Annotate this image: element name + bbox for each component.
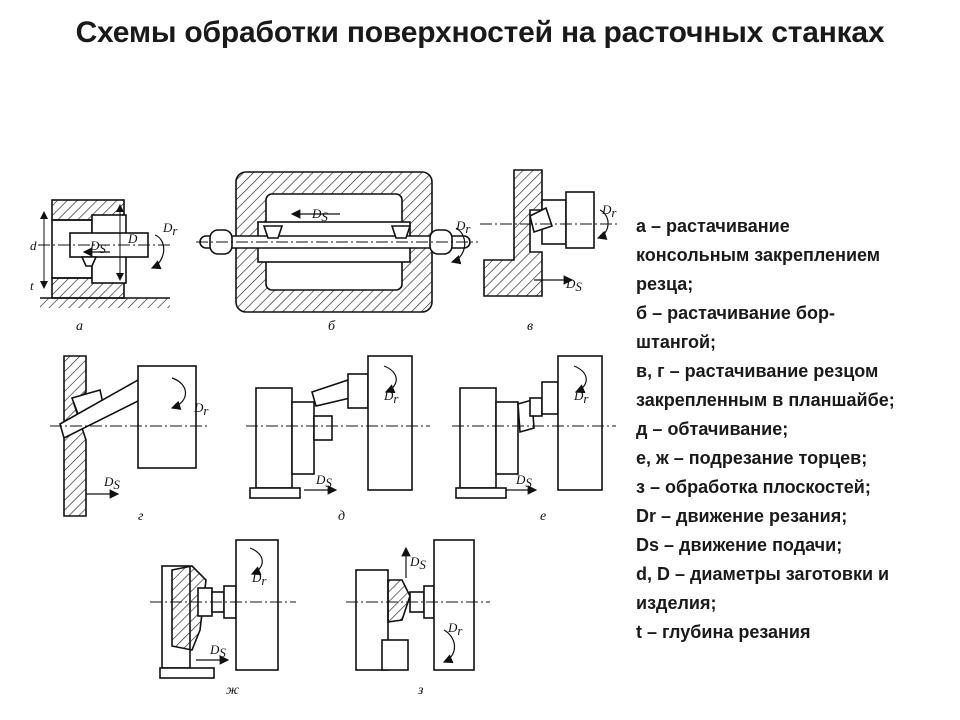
scheme-a-label-t: t (30, 278, 34, 293)
slide-title: Схемы обработки поверхностей на расточны… (75, 16, 885, 49)
scheme-a (38, 199, 172, 308)
scheme-e-label-Ds: DS (515, 472, 532, 490)
legend-item-diameters: d, D – диаметры заготовки и изделия; (636, 564, 890, 613)
scheme-zh-label-Dr: Dr (251, 570, 267, 588)
scheme-z-label-Dr: Dr (447, 620, 463, 638)
scheme-g-label-Dr: Dr (193, 400, 209, 418)
scheme-d-label-Dr: Dr (383, 388, 399, 406)
caption-zh: ж (226, 683, 239, 698)
scheme-a-label-Dr: Dr (162, 220, 178, 238)
caption-d: д (338, 509, 345, 524)
legend-item-v-g: в, г – растачивание резцом закрепленным … (636, 361, 895, 410)
scheme-b (196, 171, 478, 313)
scheme-d-label-Ds: DS (315, 472, 332, 490)
scheme-v (480, 169, 620, 297)
scheme-v-label-Ds: DS (565, 276, 582, 294)
scheme-a-label-D: D (127, 231, 138, 246)
scheme-v-label-Dr: Dr (601, 202, 617, 220)
legend-item-b: б – растачивание бор- штангой; (636, 303, 835, 352)
scheme-g-label-Ds: DS (103, 474, 120, 492)
caption-e: е (540, 509, 546, 524)
scheme-zh (150, 539, 296, 679)
caption-b: б (328, 319, 336, 334)
legend-item-z: з – обработка плоскостей; (636, 477, 871, 497)
legend-item-d: д – обтачивание; (636, 419, 789, 439)
legend-item-dr: Dr – движение резания; (636, 506, 848, 526)
legend: а – растачивание консольным закреплением… (636, 212, 954, 647)
legend-item-ds: Ds – движение подачи; (636, 535, 843, 555)
scheme-a-label-Ds: DS (89, 238, 106, 256)
scheme-z-label-Ds: DS (409, 554, 426, 572)
legend-item-depth: t – глубина резания (636, 622, 811, 642)
scheme-a-label-d: d (30, 238, 37, 253)
scheme-b-label-Dr: Dr (455, 218, 471, 236)
caption-v: в (527, 319, 533, 334)
scheme-b-label-Ds: DS (311, 206, 328, 224)
caption-z: з (417, 683, 424, 698)
legend-item-e-zh: е, ж – подрезание торцев; (636, 448, 868, 468)
scheme-zh-label-Ds: DS (209, 642, 226, 660)
scheme-e (452, 355, 616, 499)
legend-item-a: а – растачивание консольным закреплением… (636, 216, 881, 294)
caption-a: а (76, 319, 83, 334)
scheme-g (50, 355, 210, 517)
scheme-z (346, 539, 490, 671)
scheme-e-label-Dr: Dr (573, 388, 589, 406)
scheme-d (246, 355, 430, 499)
caption-g: г (138, 509, 144, 524)
